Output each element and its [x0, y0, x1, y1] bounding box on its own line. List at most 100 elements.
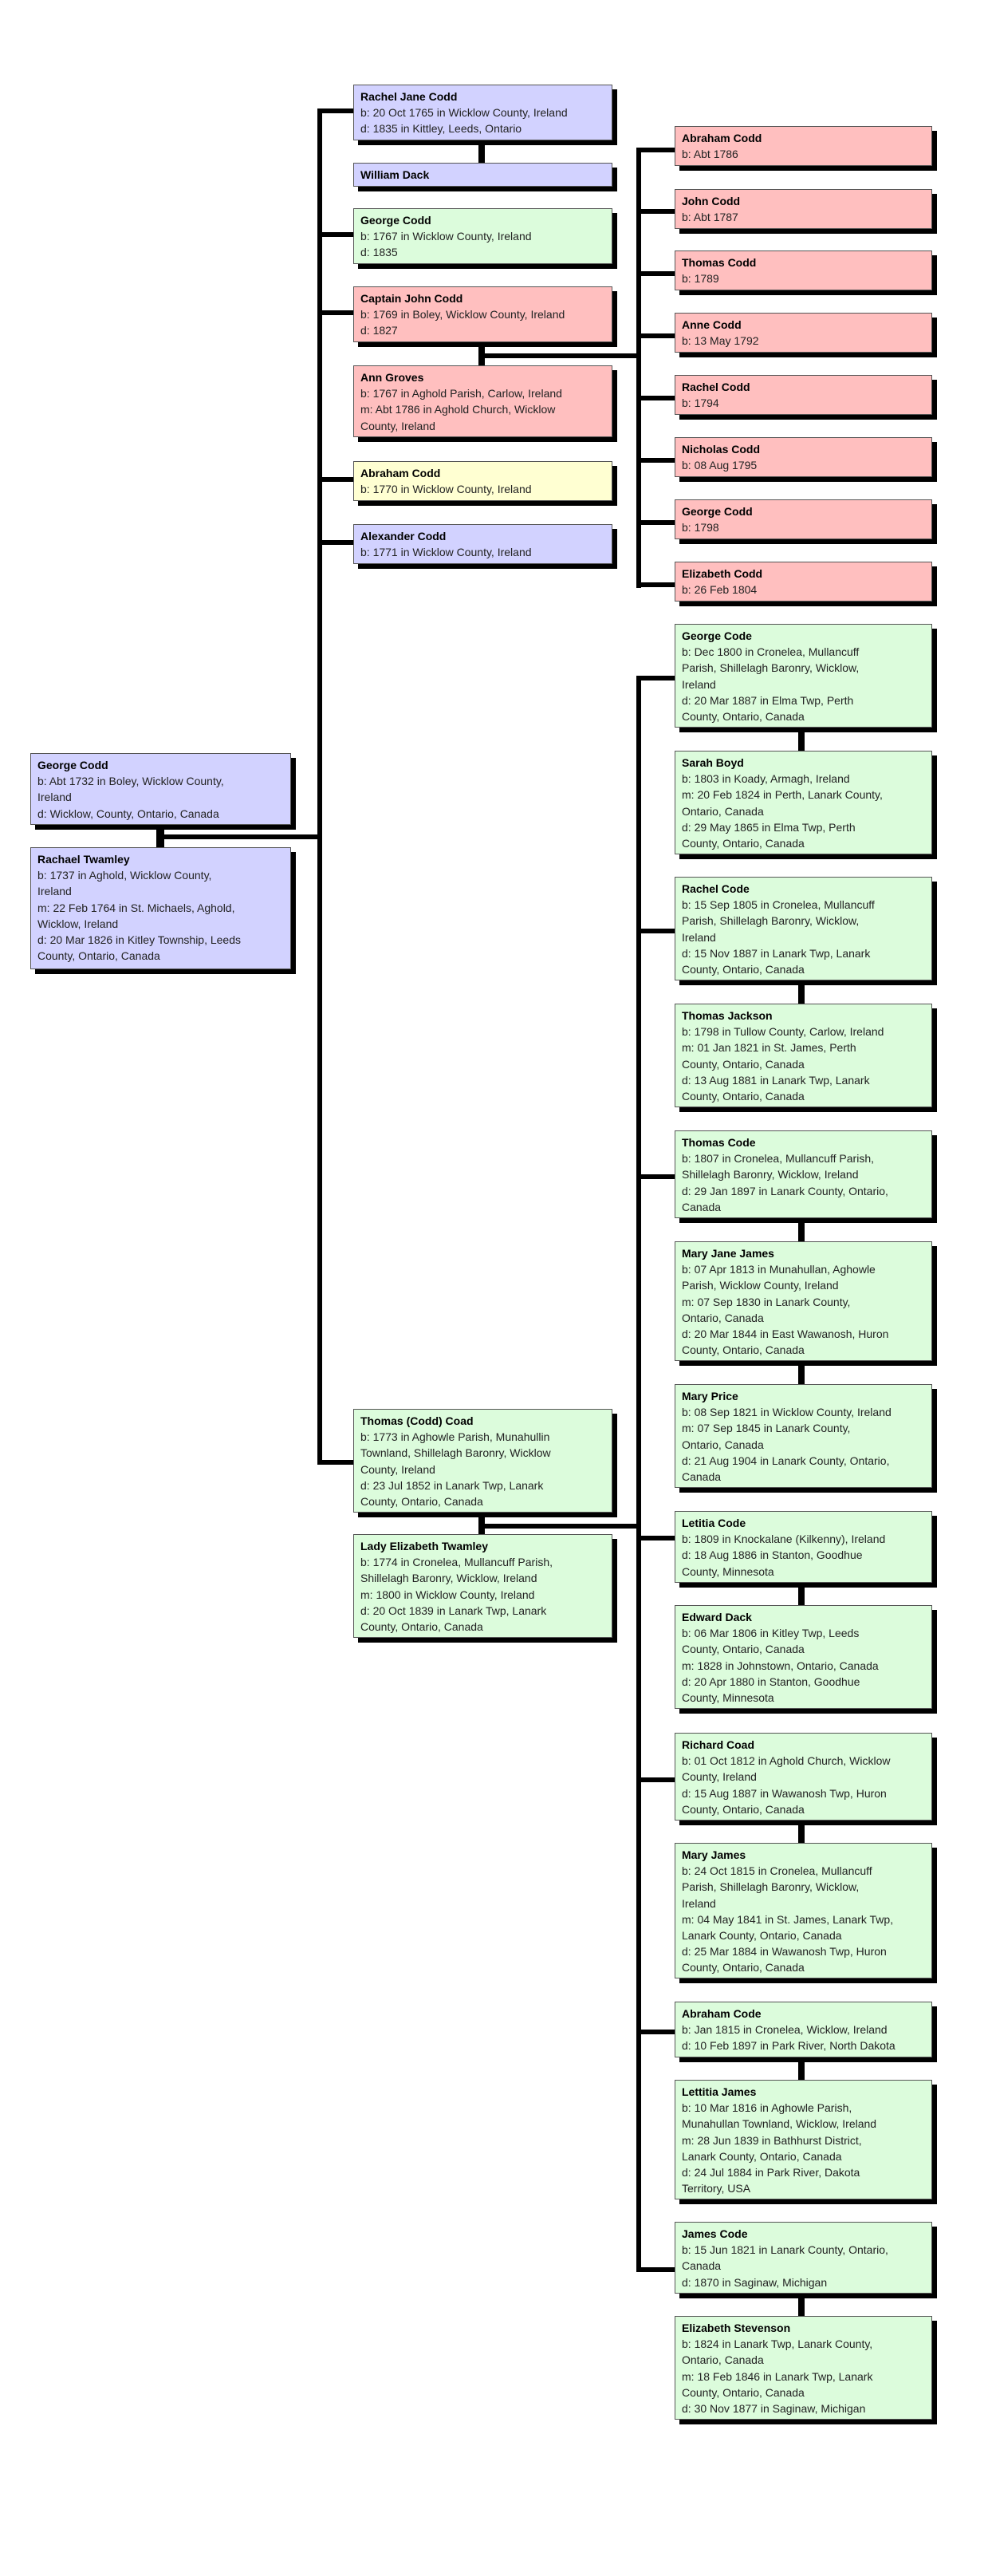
connector-line: [478, 353, 641, 358]
person-name: George Codd: [682, 505, 753, 518]
person-detail-line: County, Ontario, Canada: [37, 949, 160, 963]
person-box-rachel-code[interactable]: Rachel Code b: 15 Sep 1805 in Cronelea, M…: [675, 877, 932, 980]
person-name: Rachel Jane Codd: [360, 90, 458, 103]
person-name: William Dack: [360, 168, 430, 181]
person-detail-line: m: Abt 1786 in Aghold Church, Wicklow: [360, 403, 556, 416]
person-detail-line: d: 1870 in Saginaw, Michigan: [682, 2275, 828, 2289]
person-name: Alexander Codd: [360, 530, 447, 542]
person-name: Abraham Codd: [682, 132, 762, 144]
person-detail-line: b: 1794: [682, 396, 719, 410]
person-detail-line: Ireland: [682, 1896, 716, 1910]
person-detail-line: County, Ireland: [360, 1462, 435, 1476]
person-detail-line: b: Abt 1732 in Boley, Wicklow County,: [37, 775, 224, 788]
person-detail-line: m: 04 May 1841 in St. James, Lanark Twp,: [682, 1912, 894, 1926]
person-detail-line: d: 24 Jul 1884 in Park River, Dakota: [682, 2166, 860, 2180]
person-detail-line: Parish, Shillelagh Baronry, Wicklow,: [682, 1880, 860, 1894]
person-detail-line: d: 13 Aug 1881 in Lanark Twp, Lanark: [682, 1073, 870, 1087]
person-detail-line: b: 15 Sep 1805 in Cronelea, Mullancuff: [682, 898, 875, 912]
person-detail-line: d: 18 Aug 1886 in Stanton, Goodhue: [682, 1548, 863, 1562]
person-detail-line: b: 1773 in Aghowle Parish, Munahullin: [360, 1430, 550, 1444]
person-name: George Codd: [37, 759, 108, 771]
person-name: Thomas Code: [682, 1136, 756, 1149]
person-name: Elizabeth Codd: [682, 567, 763, 580]
connector-line: [636, 929, 675, 933]
person-detail-line: b: 24 Oct 1815 in Cronelea, Mullancuff: [682, 1864, 872, 1878]
person-detail-line: b: Abt 1786: [682, 148, 738, 161]
person-detail-line: d: 1835: [360, 246, 398, 259]
person-detail-line: d: 20 Oct 1839 in Lanark Twp, Lanark: [360, 1604, 547, 1617]
person-detail-line: County, Ontario, Canada: [682, 2385, 805, 2399]
person-name: Edward Dack: [682, 1611, 752, 1623]
person-detail-line: County, Ontario, Canada: [682, 1961, 805, 1974]
person-name: John Codd: [682, 195, 741, 207]
person-detail-line: d: 20 Apr 1880 in Stanton, Goodhue: [682, 1675, 860, 1688]
connector-line: [636, 1777, 675, 1782]
person-detail-line: d: 10 Feb 1897 in Park River, North Dako…: [682, 2039, 895, 2053]
person-detail-line: County, Ireland: [682, 1770, 757, 1784]
person-detail-line: County, Ontario, Canada: [682, 1643, 805, 1656]
person-box-abraham-codd-1786[interactable]: Abraham Codd b: Abt 1786: [675, 126, 932, 166]
person-detail-line: Shillelagh Baronry, Wicklow, Ireland: [682, 1168, 859, 1181]
connector-line: [798, 2057, 805, 2080]
person-detail-line: Ireland: [682, 930, 716, 944]
connector-line: [317, 108, 353, 113]
person-detail-line: d: 21 Aug 1904 in Lanark County, Ontario…: [682, 1454, 890, 1467]
person-detail-line: Wicklow, Ireland: [37, 917, 119, 930]
person-detail-line: b: 10 Mar 1816 in Aghowle Parish,: [682, 2101, 852, 2115]
person-detail-line: b: 1803 in Koady, Armagh, Ireland: [682, 772, 850, 786]
connector-line: [636, 1536, 675, 1540]
person-detail-line: b: Abt 1787: [682, 211, 738, 224]
person-detail-line: b: 08 Aug 1795: [682, 459, 758, 472]
person-name: Rachel Code: [682, 882, 750, 895]
connector-line: [798, 728, 805, 751]
person-detail-line: County, Ontario, Canada: [682, 837, 805, 850]
person-detail-line: b: 08 Sep 1821 in Wicklow County, Irelan…: [682, 1406, 892, 1419]
person-detail-line: d: 1827: [360, 324, 398, 337]
person-box-mary-james[interactable]: Mary James b: 24 Oct 1815 in Cronelea, Mu…: [675, 1843, 932, 1978]
person-name: Mary James: [682, 1848, 746, 1861]
person-box-george-codd-sr[interactable]: George Codd b: Abt 1732 in Boley, Wicklow…: [30, 753, 291, 825]
person-name: George Codd: [360, 214, 431, 227]
person-detail-line: b: 1769 in Boley, Wicklow County, Irelan…: [360, 308, 565, 322]
person-box-john-codd[interactable]: John Codd b: Abt 1787: [675, 189, 932, 229]
person-name: Mary Jane James: [682, 1247, 774, 1260]
connector-line: [636, 148, 675, 152]
person-detail-line: Ontario, Canada: [682, 2353, 764, 2367]
person-detail-line: Ireland: [37, 885, 72, 898]
person-detail-line: d: 25 Mar 1884 in Wawanosh Twp, Huron: [682, 1945, 887, 1959]
person-detail-line: d: 23 Jul 1852 in Lanark Twp, Lanark: [360, 1478, 544, 1492]
person-detail-line: b: 1824 in Lanark Twp, Lanark County,: [682, 2337, 873, 2351]
person-box-william-dack[interactable]: William Dack: [353, 163, 612, 187]
person-detail-line: d: 20 Mar 1887 in Elma Twp, Perth: [682, 693, 854, 707]
person-detail-line: County, Ontario, Canada: [682, 1802, 805, 1816]
